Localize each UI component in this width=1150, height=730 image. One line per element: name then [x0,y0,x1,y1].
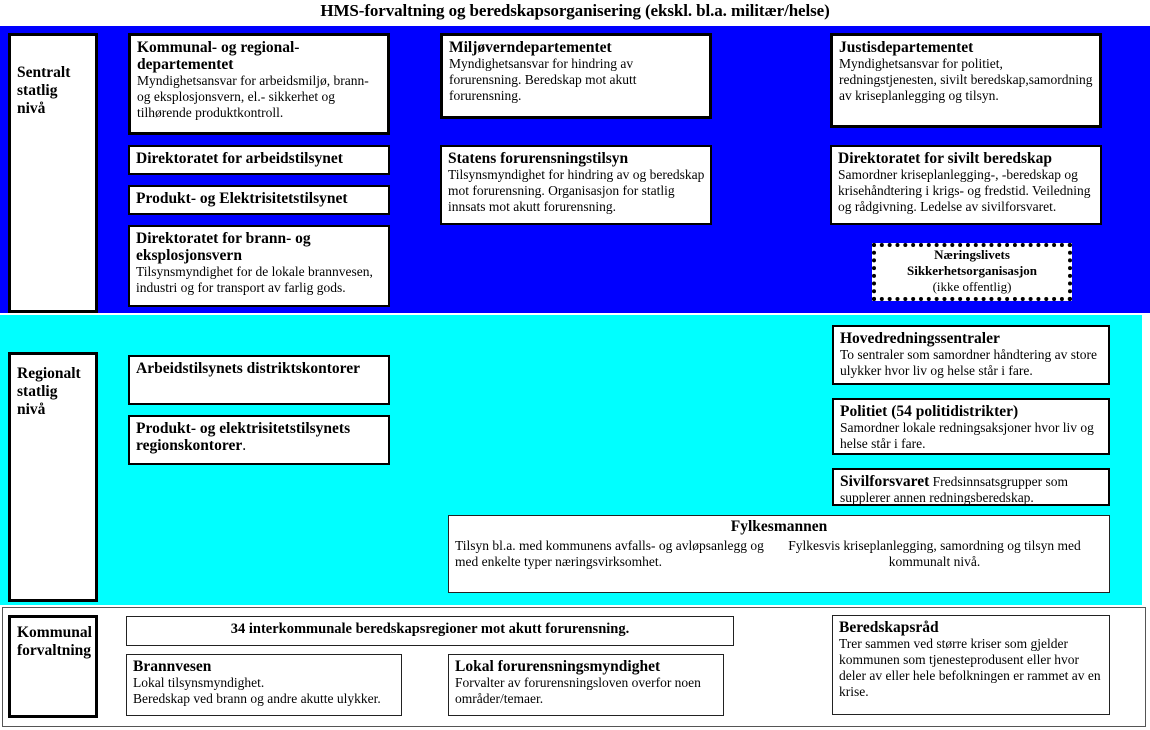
regional-level-label-text: Regionalt statlig nivå [17,365,81,418]
fylkesmannen-left-text: Tilsyn bl.a. med kommunens avfalls- og a… [455,538,764,569]
box-body-line1: Lokal tilsynsmyndighet. [133,675,265,690]
box-heading: Lokal forurensningsmyndighet [455,658,661,675]
box-body: Samordner kriseplanlegging-, -beredskap … [838,167,1091,214]
box-body: Trer sammen ved større kriser som gjelde… [839,636,1101,699]
box-arbeidstilsynets-distriktskontorer[interactable]: Arbeidstilsynets distriktskontorer [128,355,390,405]
box-miljoverndepartementet[interactable]: Miljøverndepartementet Myndighetsansvar … [440,33,712,119]
box-heading: 34 interkommunale beredskapsregioner mot… [230,621,630,637]
box-body: Myndighetsansvar for arbeidsmiljø, brann… [137,73,369,120]
box-heading: Direktoratet for arbeidstilsynet [136,150,343,167]
box-hovedredningssentraler[interactable]: Hovedredningssentraler To sentraler som … [832,325,1110,385]
box-heading: Justisdepartementet [839,39,974,56]
page-title: HMS-forvaltning og beredskapsorganiserin… [320,1,830,20]
box-heading-line1: Næringslivets [934,247,1010,262]
box-interkommunale-beredskapsregioner[interactable]: 34 interkommunale beredskapsregioner mot… [126,616,734,646]
box-body-line2: Beredskap ved brann og andre akutte ulyk… [133,691,381,706]
box-heading: Statens forurensningstilsyn [448,150,629,167]
box-body: Myndighetsansvar for hindring av foruren… [449,56,637,103]
box-body: Myndighetsansvar for politiet, redningst… [839,56,1093,103]
box-fylkesmannen[interactable]: Fylkesmannen Tilsyn bl.a. med kommunens … [448,515,1110,593]
box-heading: Brannvesen [133,658,212,675]
box-heading: Produkt- og Elektrisitetstilsynet [136,190,348,207]
box-heading-suffix: . [242,437,247,454]
box-kommunal-og-regionaldepartementet[interactable]: Kommunal- og regional-departementet Mynd… [128,33,390,135]
box-statens-forurensningstilsyn[interactable]: Statens forurensningstilsyn Tilsynsmyndi… [440,145,712,225]
box-body: To sentraler som samordner håndtering av… [840,347,1097,378]
box-produkt-og-elektrisitetstilsynet[interactable]: Produkt- og Elektrisitetstilsynet [128,185,390,215]
box-direktoratet-for-brann-og-eksplosjonsvern[interactable]: Direktoratet for brann- og eksplosjonsve… [128,225,390,307]
box-naeringslivets-sikkerhetsorganisasjon[interactable]: Næringslivets Sikkerhetsorganisasjon (ik… [872,243,1072,301]
box-heading: Sivilforsvaret [840,473,930,490]
box-heading: Miljøverndepartementet [449,39,612,56]
box-body: Fredsinnsatsgrupper som supplerer annen … [840,474,1069,505]
box-body: Samordner lokale redningsaksjoner hvor l… [840,420,1094,451]
fylkesmannen-columns: Tilsyn bl.a. med kommunens avfalls- og a… [449,536,1109,570]
regional-level-label: Regionalt statlig nivå [8,352,98,602]
box-produkt-og-elektrisitetstilsynets-regionskontorer[interactable]: Produkt- og elektrisitetstilsynets regio… [128,415,390,465]
box-direktoratet-for-arbeidstilsynet[interactable]: Direktoratet for arbeidstilsynet [128,145,390,175]
box-lokal-forurensningsmyndighet[interactable]: Lokal forurensningsmyndighet Forvalter a… [448,654,724,716]
box-beredskapsrad[interactable]: Beredskapsråd Trer sammen ved større kri… [832,615,1110,715]
box-brannvesen[interactable]: Brannvesen Lokal tilsynsmyndighet. Bered… [126,654,402,716]
box-heading: Produkt- og elektrisitetstilsynets regio… [136,420,383,454]
box-heading: Direktoratet for sivilt beredskap [838,150,1052,167]
box-heading-text: Produkt- og elektrisitetstilsynets regio… [136,420,351,454]
box-heading: Direktoratet for brann- og eksplosjonsve… [136,230,311,264]
box-heading: Politiet (54 politidistrikter) [840,403,1019,420]
box-politiet[interactable]: Politiet (54 politidistrikter) Samordner… [832,398,1110,455]
municipal-level-label: Kommunal forvaltning [8,615,98,718]
box-body: Forvalter av forurensningsloven overfor … [455,675,701,706]
box-heading: Fylkesmannen [730,518,828,535]
box-direktoratet-for-sivilt-beredskap[interactable]: Direktoratet for sivilt beredskap Samord… [830,145,1102,225]
box-sivilforsvaret[interactable]: Sivilforsvaret Fredsinnsatsgrupper som s… [832,468,1110,506]
central-level-label: Sentralt statlig nivå [8,33,98,313]
box-heading: Hovedredningssentraler [840,330,1000,347]
fylkesmannen-right-text: Fylkesvis kriseplanlegging, samordning o… [788,538,1081,569]
box-heading-line2: Sikkerhetsorganisasjon [906,263,1038,278]
box-heading-and-body: Sivilforsvaret Fredsinnsatsgrupper som s… [840,473,1103,505]
box-body: (ikke offentlig) [932,279,1012,294]
box-heading: Kommunal- og regional-departementet [137,39,300,73]
central-level-label-text: Sentralt statlig nivå [17,64,71,117]
municipal-level-label-text: Kommunal forvaltning [17,624,92,659]
box-heading: Arbeidstilsynets distriktskontorer [136,360,361,377]
box-heading: Beredskapsråd [839,619,939,636]
box-body: Tilsynsmyndighet for de lokale brannvese… [136,264,373,295]
box-justisdepartementet[interactable]: Justisdepartementet Myndighetsansvar for… [830,33,1102,128]
box-body: Tilsynsmyndighet for hindring av og bere… [448,167,705,214]
